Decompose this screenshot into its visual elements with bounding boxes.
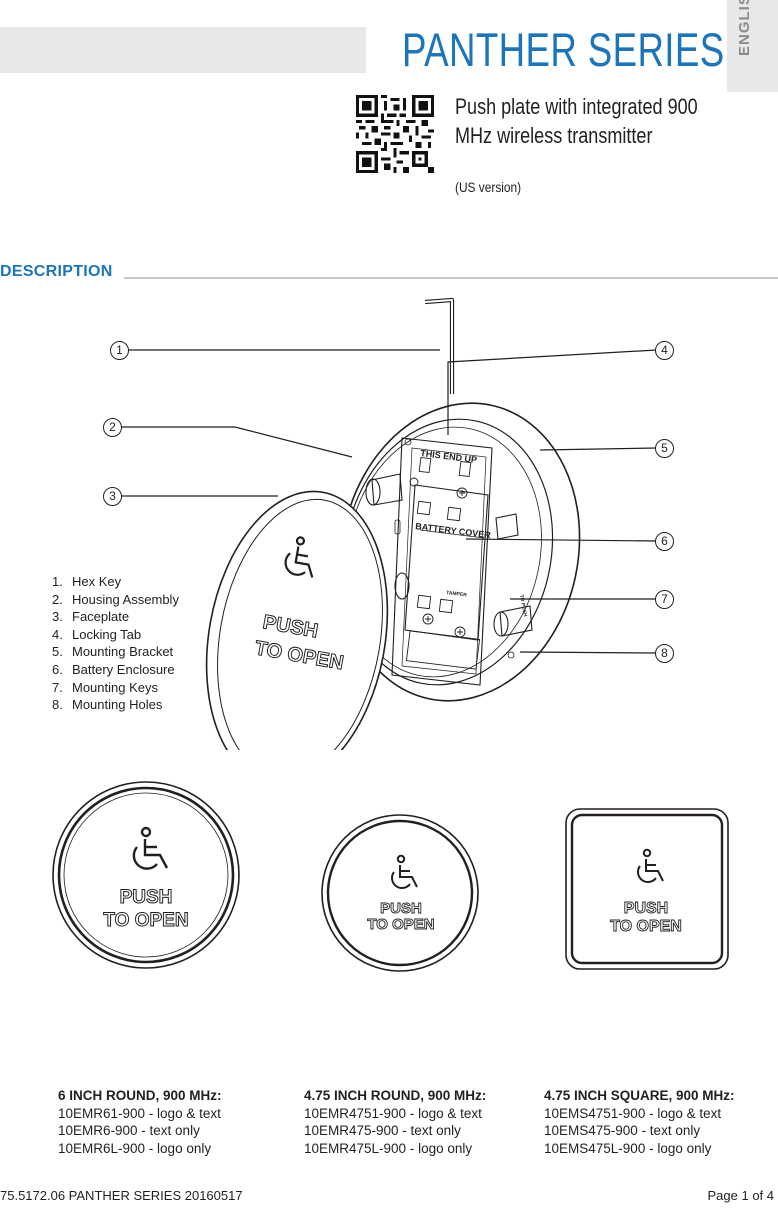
version-note: (US version) <box>455 179 522 195</box>
battery-cover-label: BATTERY COVER <box>415 521 492 540</box>
subtitle-line-2: MHz wireless transmitter <box>455 123 653 148</box>
callout-2: 2 <box>103 418 122 437</box>
language-tab-label: ENGLISH <box>736 0 753 56</box>
plate-2-to-open-text: TO OPEN <box>367 916 434 933</box>
mounting-keys <box>365 473 533 637</box>
footer-document-id: 75.5172.06 PANTHER SERIES 20160517 <box>0 1188 243 1203</box>
footer-page-number: Page 1 of 4 <box>707 1188 775 1203</box>
list-item: 8.Mounting Holes <box>52 697 163 713</box>
product-variants-drawing: PUSH TO OPEN PUSH TO OPEN PUSH TO OP <box>52 781 729 972</box>
plate-3-to-open-text: TO OPEN <box>610 918 682 935</box>
accessibility-icon <box>284 536 314 578</box>
list-item: 7.Mounting Keys <box>52 679 158 695</box>
plate-2-push-text: PUSH <box>380 900 422 917</box>
list-item: 4.Locking Tab <box>52 626 142 642</box>
to-push-label: TO PUSH <box>518 594 528 617</box>
plate-4-75-inch-square: PUSH TO OPEN <box>565 808 729 970</box>
callout-8: 8 <box>655 644 674 663</box>
plate-1-push-text: PUSH <box>120 887 173 908</box>
accessibility-icon <box>637 848 664 883</box>
model-list-6-inch-round: 6 INCH ROUND, 900 MHz: 10EMR61-900 - log… <box>58 1088 222 1156</box>
battery-enclosure <box>404 484 489 641</box>
faceplate: PUSH TO OPEN <box>205 490 389 750</box>
model-list-4-75-inch-round: 4.75 INCH ROUND, 900 MHz: 10EMR4751-900 … <box>304 1088 487 1156</box>
accessibility-icon <box>391 854 418 889</box>
product-subtitle: Push plate with integrated 900 MHz wirel… <box>455 92 698 150</box>
language-tab: ENGLISH <box>727 0 778 92</box>
accessibility-icon <box>132 826 169 870</box>
header-gray-bar <box>0 27 366 73</box>
mounting-bracket <box>391 437 493 686</box>
model-list-4-75-inch-square: 4.75 INCH SQUARE, 900 MHz: 10EMS4751-900… <box>544 1088 735 1156</box>
plate-6-inch-round: PUSH TO OPEN <box>52 781 240 969</box>
section-divider <box>124 277 778 279</box>
list-item: 6.Battery Enclosure <box>52 661 175 677</box>
callout-7: 7 <box>655 590 674 609</box>
page-title: PANTHER SERIES <box>402 23 725 76</box>
this-end-up-label: THIS END UP <box>420 448 478 465</box>
callout-4: 4 <box>655 341 674 360</box>
tamper-label: TAMPER <box>446 590 468 599</box>
bracket-details <box>409 456 472 638</box>
list-item: 2.Housing Assembly <box>52 591 179 607</box>
callout-6: 6 <box>655 532 674 551</box>
callout-5: 5 <box>655 439 674 458</box>
list-item: 5.Mounting Bracket <box>52 644 174 660</box>
section-heading-description: DESCRIPTION <box>0 263 113 280</box>
mounting-holes <box>394 438 515 659</box>
list-item: 3.Faceplate <box>52 609 130 625</box>
callout-3: 3 <box>103 487 122 506</box>
callout-leader-lines <box>121 349 657 654</box>
plate-3-push-text: PUSH <box>624 900 668 917</box>
parts-list: 1.Hex Key 2.Housing Assembly 3.Faceplate… <box>52 573 179 714</box>
qr-code-icon <box>356 95 434 173</box>
plate-4-75-inch-round: PUSH TO OPEN <box>321 814 479 972</box>
exploded-assembly-drawing: THIS END UP BATTERY COVER TAMPER TO PUSH… <box>121 297 657 750</box>
subtitle-line-1: Push plate with integrated 900 <box>455 94 698 119</box>
callout-1: 1 <box>110 341 129 360</box>
list-item: 1.Hex Key <box>52 574 122 589</box>
plate-1-to-open-text: TO OPEN <box>103 910 188 931</box>
